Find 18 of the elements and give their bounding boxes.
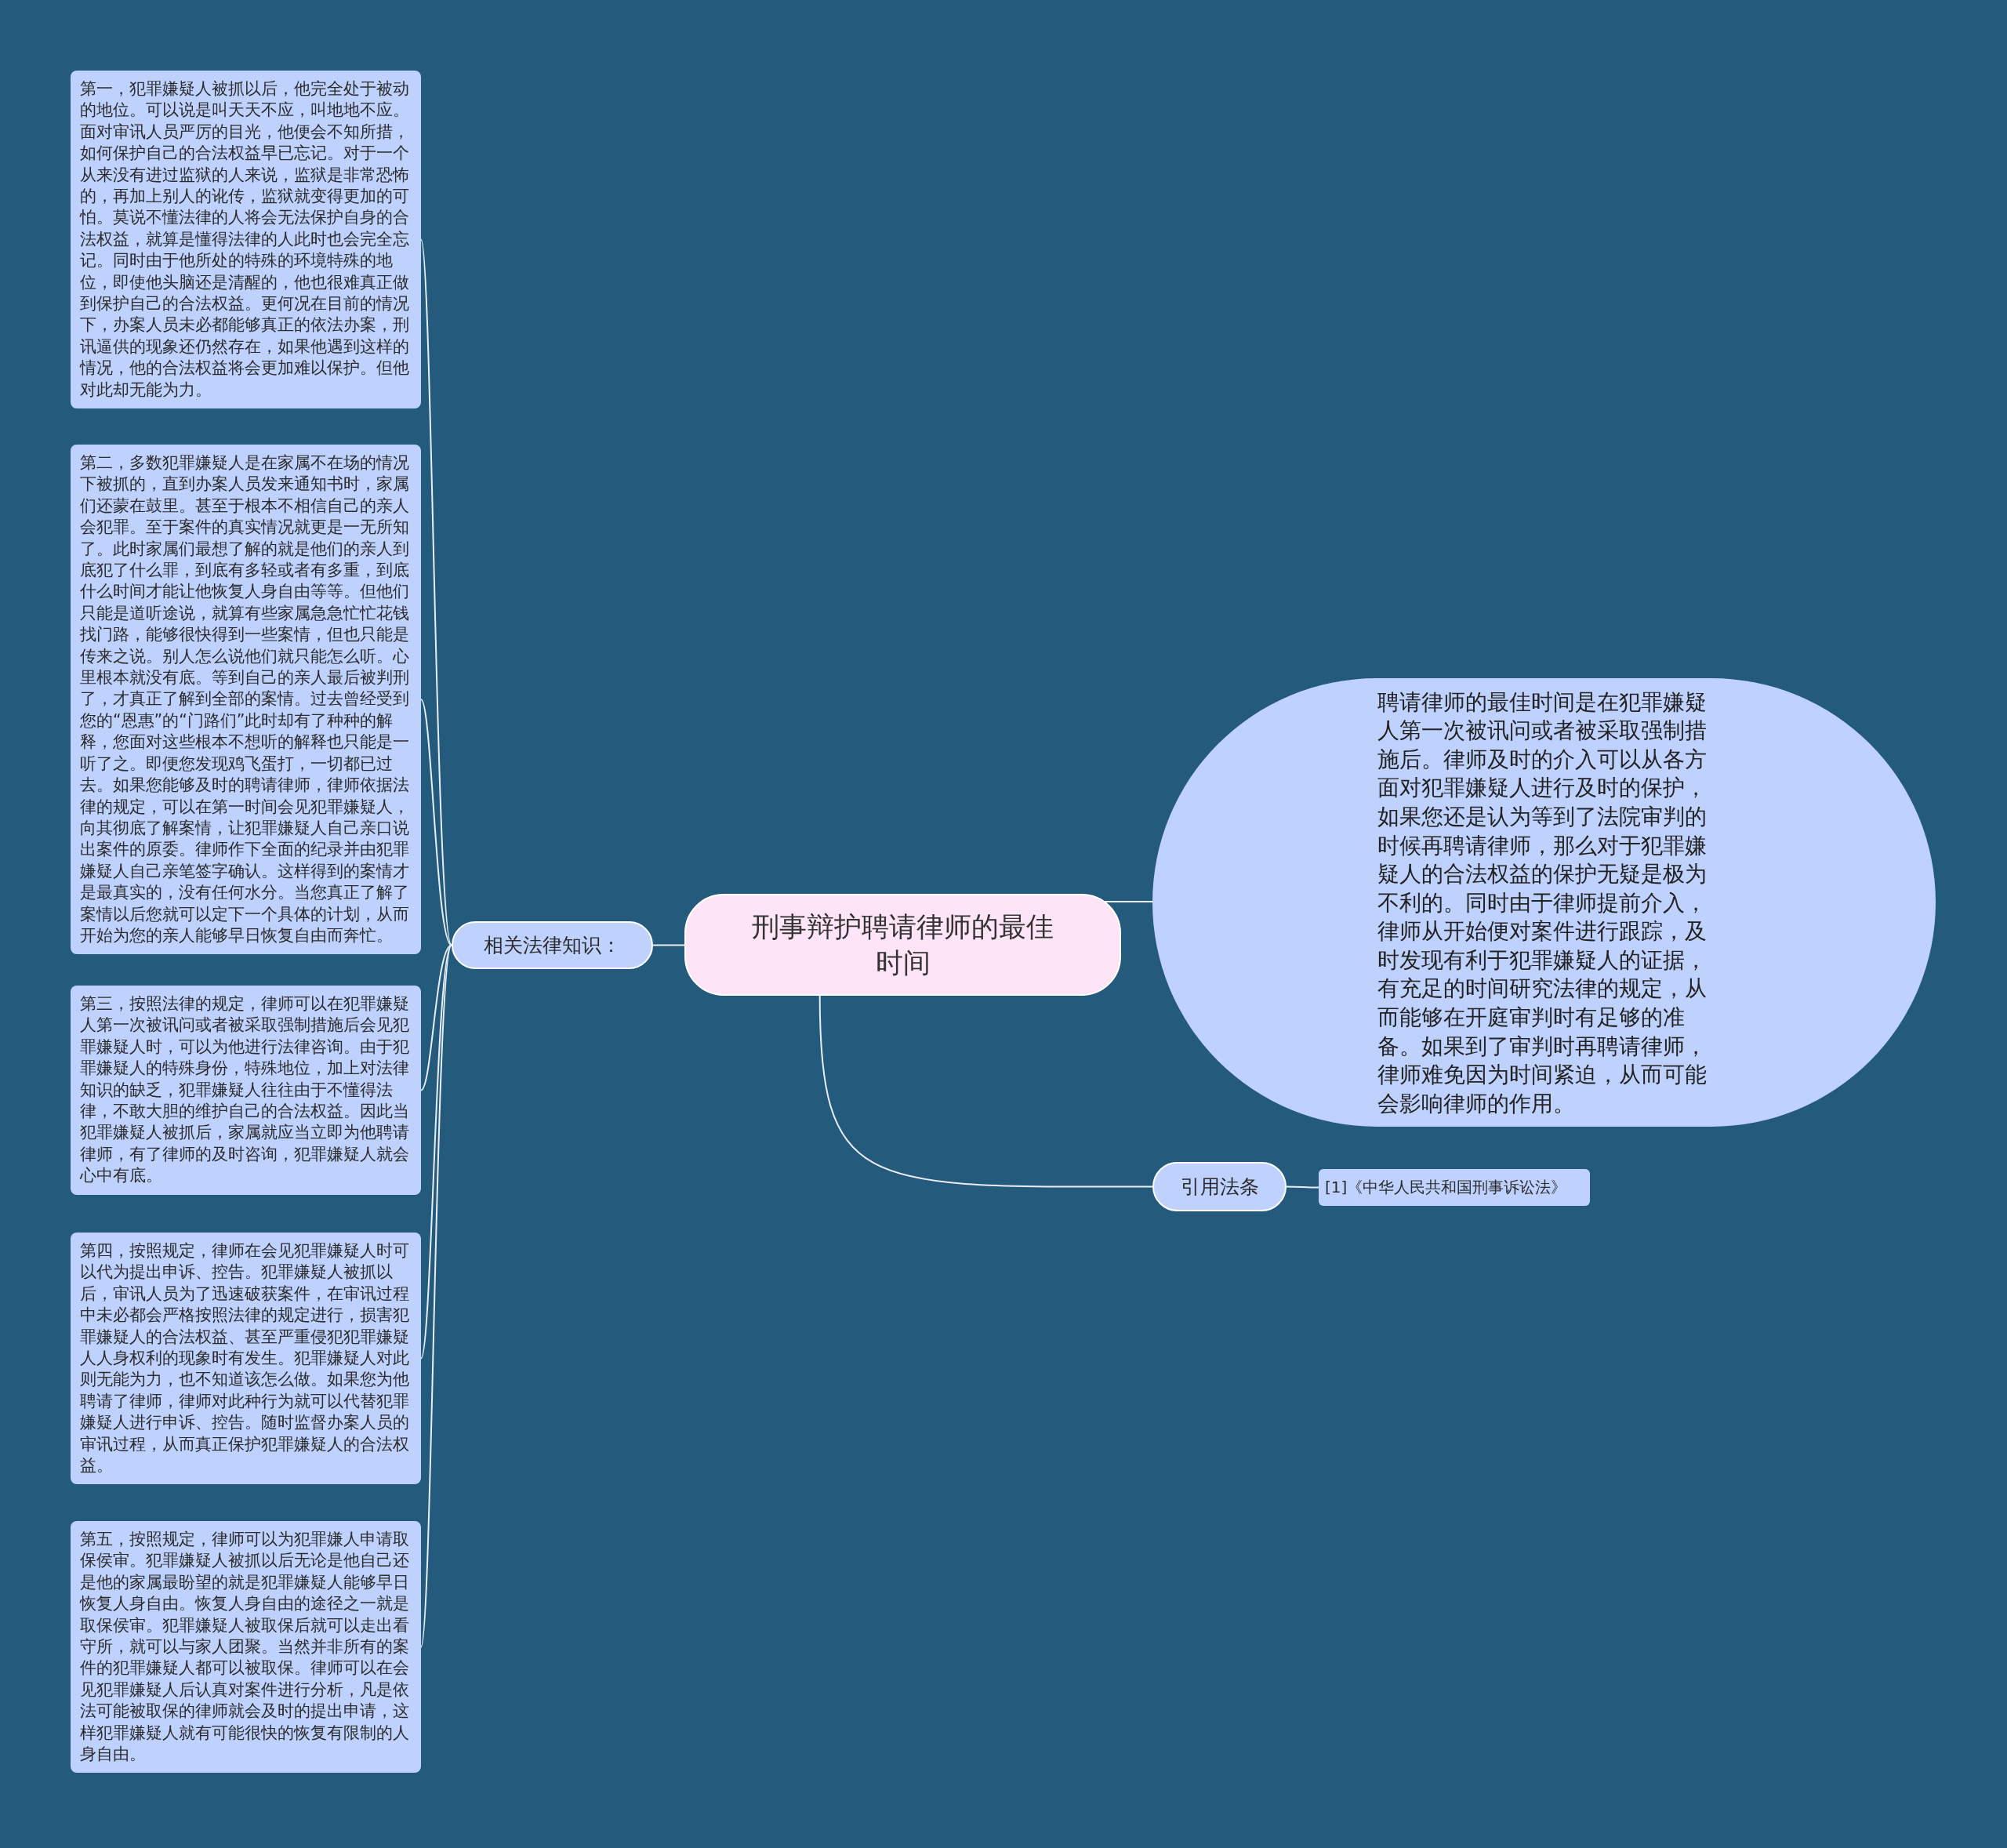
connector-line — [420, 944, 452, 1648]
branch-label: 相关法律知识： — [452, 921, 653, 969]
connector-line — [420, 699, 452, 946]
text-card: 第四，按照规定，律师在会见犯罪嫌疑人时可以代为提出申诉、控告。犯罪嫌疑人被抓以后，审讯人员为了迅速破获案件，在审讯过程中未必都会严格按照法律的规定进行，损害犯罪嫌疑人的合法权益、甚至严重侵犯犯罪嫌疑人人身权利的现象时有发生。犯罪嫌疑人对此则无能为力，也不知道该怎么做。如果您为他聘请了律师，律师对此种行为就可以代替犯罪嫌疑人进行申诉、控告。随时监督办案人员的审讯过程，从而真正保护犯罪嫌疑人的合法权益。 — [71, 1233, 421, 1485]
connector-line — [818, 995, 1153, 1188]
connector-line — [420, 238, 452, 946]
text-card: 第三，按照法律的规定，律师可以在犯罪嫌疑人第一次被讯问或者被采取强制措施后会见犯罪嫌疑人时，可以为他进行法律咨询。由于犯罪嫌疑人的特殊身份，特殊地位，加上对法律知识的缺乏，犯罪嫌疑人往往由于不懂得法律，不敢大胆的维护自己的合法权益。因此当犯罪嫌疑人被抓后，家属就应当立即为他聘请律师，有了律师的及时咨询，犯罪嫌疑人就会心中有底。 — [71, 986, 421, 1195]
text-card: 第二，多数犯罪嫌疑人是在家属不在场的情况下被抓的，直到办案人员发来通知书时，家属们还蒙在鼓里。甚至于根本不相信自己的亲人会犯罪。至于案件的真实情况就更是一无所知了。此时家属们最想了解的就是他们的亲人到底犯了什么罪，到底有多轻或者有多重，到底什么时间才能让他恢复人身自由等等。但他们只能是道听途说，就算有些家属急急忙忙花钱找门路，能够很快得到一些案情，但也只能是传来之说。别人怎么说他们就只能怎么听。心里根本就没有底。等到自己的亲人最后被判刑了，才真正了解到全部的案情。过去曾经受到您的“恩惠”的“门路们”此时却有了种种的解释，您面对这些根本不想听的解释也只能是一听了之。即便您发现鸡飞蛋打，一切都已过去。如果您能够及时的聘请律师，律师依据法律的规定，可以在第一时间会见犯罪嫌疑人，向其彻底了解案情，让犯罪嫌疑人自己亲口说出案件的原委。律师作下全面的纪录并由犯罪嫌疑人自己亲笔签字确认。这样得到的案情才是最真实的，没有任何水分。当您真正了解了案情以后您就可以定下一个具体的计划，从而开始为您的亲人能够早日恢复自由而奔忙。 — [71, 445, 421, 955]
text-card: 第五，按照规定，律师可以为犯罪嫌人申请取保侯审。犯罪嫌疑人被抓以后无论是他自己还是他的家属最盼望的就是犯罪嫌疑人能够早日恢复人身自由。恢复人身自由的途径之一就是取保侯审。犯罪嫌疑人被取保后就可以走出看守所，就可以与家人团聚。当然并非所有的案件的犯罪嫌疑人都可以被取保。律师可以在会见犯罪嫌疑人后认真对案件进行分析，凡是依法可能被取保的律师就会及时的提出申请，这样犯罪嫌疑人就有可能很快的恢复有限制的人身自由。 — [71, 1521, 421, 1774]
connector-line — [420, 944, 452, 1091]
citation-tag: [1]《中华人民共和国刑事诉讼法》 — [1319, 1169, 1590, 1206]
branch-label: 引用法条 — [1152, 1162, 1287, 1211]
connector-line — [652, 944, 685, 946]
text-card: 第一，犯罪嫌疑人被抓以后，他完全处于被动的地位。可以说是叫天天不应，叫地地不应。面对审讯人员严厉的目光，他便会不知所措，如何保护自己的合法权益早已忘记。对于一个从来没有进过监狱的人来说，监狱是非常恐怖的，再加上别人的讹传，监狱就变得更加的可怕。莫说不懂法律的人将会无法保护自身的合法权益，就算是懂得法律的人此时也会完全忘记。同时由于他所处的特殊的环境特殊的地位，即使他头脑还是清醒的，他也很难真正做到保护自己的合法权益。更何况在目前的情况下，办案人员未必都能够真正的依法办案，刑讯逼供的现象还仍然存在，如果他遇到这样的情况，他的合法权益将会更加难以保护。但他对此却无能为力。 — [71, 71, 421, 409]
topic-box: 刑事辩护聘请律师的最佳时间 — [684, 894, 1121, 996]
connector-line — [420, 944, 452, 1360]
connector-line — [1286, 1185, 1319, 1189]
text-bubble: 聘请律师的最佳时间是在犯罪嫌疑人第一次被讯问或者被采取强制措施后。律师及时的介入可以从各方面对犯罪嫌疑人进行及时的保护，如果您还是认为等到了法院审判的时候再聘请律师，那么对于犯罪嫌疑人的合法权益的保护无疑是极为不利的。同时由于律师提前介入，律师从开始便对案件进行跟踪，及时发现有利于犯罪嫌疑人的证据，有充足的时间研究法律的规定，从而能够在开庭审判时有足够的准备。如果到了审判时再聘请律师，律师难免因为时间紧迫，从而可能会影响律师的作用。 — [1152, 678, 1936, 1127]
